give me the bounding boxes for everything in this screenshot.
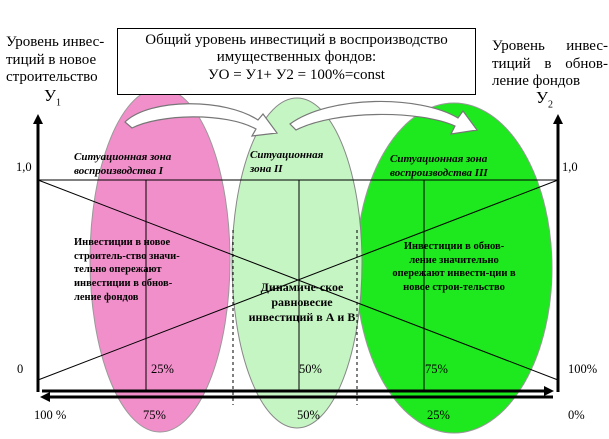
lower-percent-0: 0% — [568, 408, 585, 422]
lower-percent-75: 75% — [143, 408, 166, 422]
zone-1-description: Инвестиции в новое строитель-ство значи-… — [74, 237, 180, 303]
upper-percent-50: 50% — [299, 362, 322, 376]
scale-right-top: 1,0 — [562, 160, 578, 174]
right-axis-title: Уровень инвес-тиций в обнов-ление фондов — [492, 38, 608, 90]
transition-arrow-2 — [289, 100, 479, 135]
zone-2-description: Динамиче-ское равновесие инвестиций в А … — [248, 280, 356, 324]
left-axis-title: Уровень инвес-тиций в новое строительств… — [6, 34, 105, 86]
lower-percent-50: 50% — [297, 408, 320, 422]
scale-left-top: 1,0 — [16, 160, 32, 174]
lower-percent-25: 25% — [427, 408, 450, 422]
header-box: Общий уровень инвестиций в воспроизводст… — [117, 28, 476, 95]
header-formula: УO = У1+ У2 = 100%=const — [208, 66, 385, 83]
upper-percent-25: 25% — [151, 362, 174, 376]
header-line-1: Общий уровень инвестиций в воспроизводст… — [145, 32, 448, 48]
diagonal-y2 — [37, 179, 559, 381]
scale-left-bottom: 0 — [17, 362, 24, 376]
y1-axis-label: У1 — [44, 86, 62, 109]
transition-arrow-1 — [124, 103, 279, 137]
zone-3-description: Инвестиции в обнов-ление значительно опе… — [392, 241, 516, 293]
upper-percent-75: 75% — [425, 362, 448, 376]
upper-percent-100: 100% — [568, 362, 598, 376]
header-line-2: имущественных фондов: — [216, 49, 377, 66]
y2-axis-label: У2 — [536, 88, 554, 111]
lower-percent-100: 100 % — [34, 408, 67, 422]
